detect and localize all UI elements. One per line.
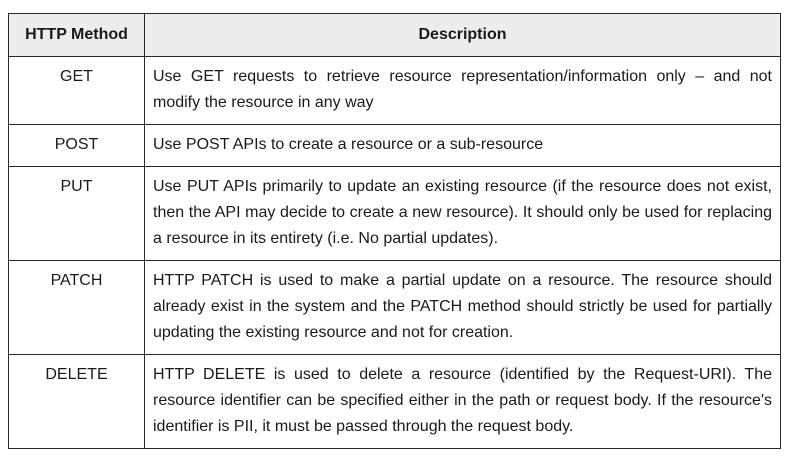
- http-methods-table: HTTP Method Description GET Use GET requ…: [8, 13, 781, 449]
- table-row: PUT Use PUT APIs primarily to update an …: [8, 166, 781, 261]
- table-row: PATCH HTTP PATCH is used to make a parti…: [8, 260, 781, 355]
- method-cell-patch: PATCH: [8, 260, 145, 355]
- method-cell-get: GET: [8, 56, 145, 125]
- header-description: Description: [144, 13, 781, 57]
- method-cell-post: POST: [8, 124, 145, 167]
- table-row: GET Use GET requests to retrieve resourc…: [8, 56, 781, 125]
- description-cell-get: Use GET requests to retrieve resource re…: [144, 56, 781, 125]
- http-methods-table-wrapper: HTTP Method Description GET Use GET requ…: [8, 13, 781, 449]
- header-http-method: HTTP Method: [8, 13, 145, 57]
- table-row: DELETE HTTP DELETE is used to delete a r…: [8, 354, 781, 449]
- table-row: POST Use POST APIs to create a resource …: [8, 124, 781, 167]
- method-cell-delete: DELETE: [8, 354, 145, 449]
- description-cell-put: Use PUT APIs primarily to update an exis…: [144, 166, 781, 261]
- table-header-row: HTTP Method Description: [8, 13, 781, 57]
- description-cell-patch: HTTP PATCH is used to make a partial upd…: [144, 260, 781, 355]
- description-cell-post: Use POST APIs to create a resource or a …: [144, 124, 781, 167]
- description-cell-delete: HTTP DELETE is used to delete a resource…: [144, 354, 781, 449]
- method-cell-put: PUT: [8, 166, 145, 261]
